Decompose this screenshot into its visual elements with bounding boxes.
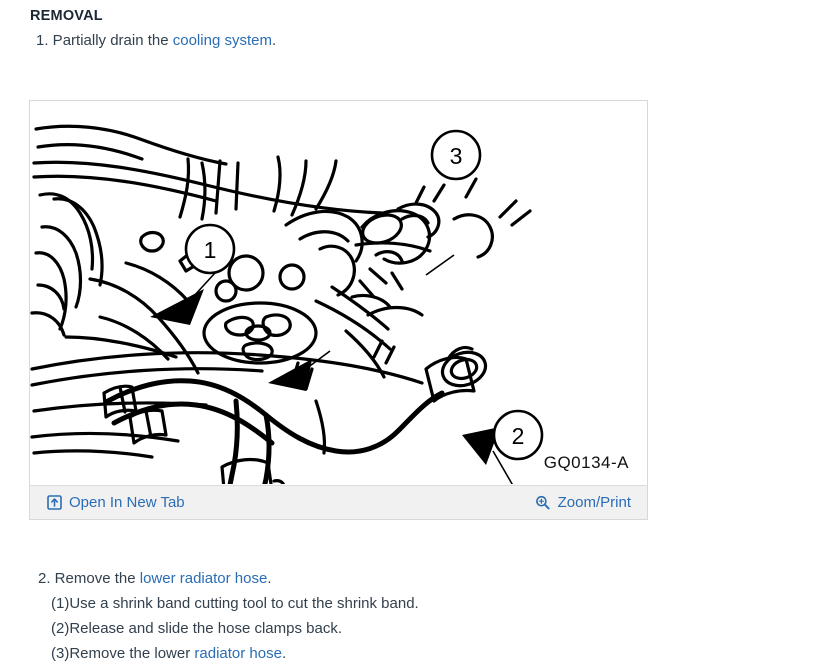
callout-label-3: 3: [450, 143, 463, 169]
open-in-new-tab-icon: [46, 495, 62, 511]
substep-item-2: (2)Release and slide the hose clamps bac…: [38, 616, 778, 641]
substep-text: Use a shrink band cutting tool to cut th…: [69, 595, 419, 612]
step-number: 1.: [36, 32, 49, 49]
figure-image[interactable]: 1 3 2: [30, 101, 647, 484]
link-cooling-system[interactable]: cooling system: [172, 32, 272, 49]
substep-item-3: (3)Remove the lower radiator hose.: [38, 641, 778, 666]
substep-text: Release and slide the hose clamps back.: [69, 620, 343, 637]
zoom-print-label: Zoom/Print: [557, 494, 631, 511]
callout-label-2: 2: [512, 423, 525, 449]
callout-circle-3: [430, 129, 482, 181]
steps-list-bottom: 2. Remove the lower radiator hose. (1)Us…: [38, 566, 778, 666]
substep-marker: (3): [51, 645, 70, 662]
step-text: Remove the: [50, 570, 140, 587]
step-text-tail: .: [271, 32, 277, 49]
open-in-new-tab-button[interactable]: Open In New Tab: [46, 494, 185, 511]
link-radiator-hose[interactable]: radiator hose: [194, 645, 282, 662]
substep-item-1: (1)Use a shrink band cutting tool to cut…: [38, 591, 778, 616]
figure-toolbar: Open In New Tab Zoom/Print: [30, 485, 647, 519]
substep-text-tail: .: [281, 645, 287, 662]
substep-marker: (2): [51, 620, 70, 637]
zoom-print-button[interactable]: Zoom/Print: [535, 494, 631, 511]
step-item-2: 2. Remove the lower radiator hose.: [38, 566, 778, 591]
callout-circle-1: [184, 223, 236, 275]
figure-part-code: GQ0134-A: [543, 453, 629, 472]
magnifier-plus-icon: [535, 495, 551, 511]
substep-text: Remove the lower: [69, 645, 195, 662]
step-text-tail: .: [267, 570, 272, 587]
open-in-new-tab-label: Open In New Tab: [69, 494, 185, 511]
callout-circle-2: [492, 409, 544, 461]
page-title: REMOVAL: [30, 8, 103, 24]
callout-label-1: 1: [204, 237, 217, 263]
substep-marker: (1): [51, 595, 70, 612]
step-number: 2.: [38, 570, 51, 587]
link-lower-radiator-hose[interactable]: lower radiator hose: [139, 570, 268, 587]
figure-panel: 1 3 2 GQ0134-A Open In New Ta: [29, 100, 648, 520]
step-text: Partially drain the: [48, 32, 173, 49]
step-item-1: 1. Partially drain the cooling system.: [36, 32, 276, 49]
